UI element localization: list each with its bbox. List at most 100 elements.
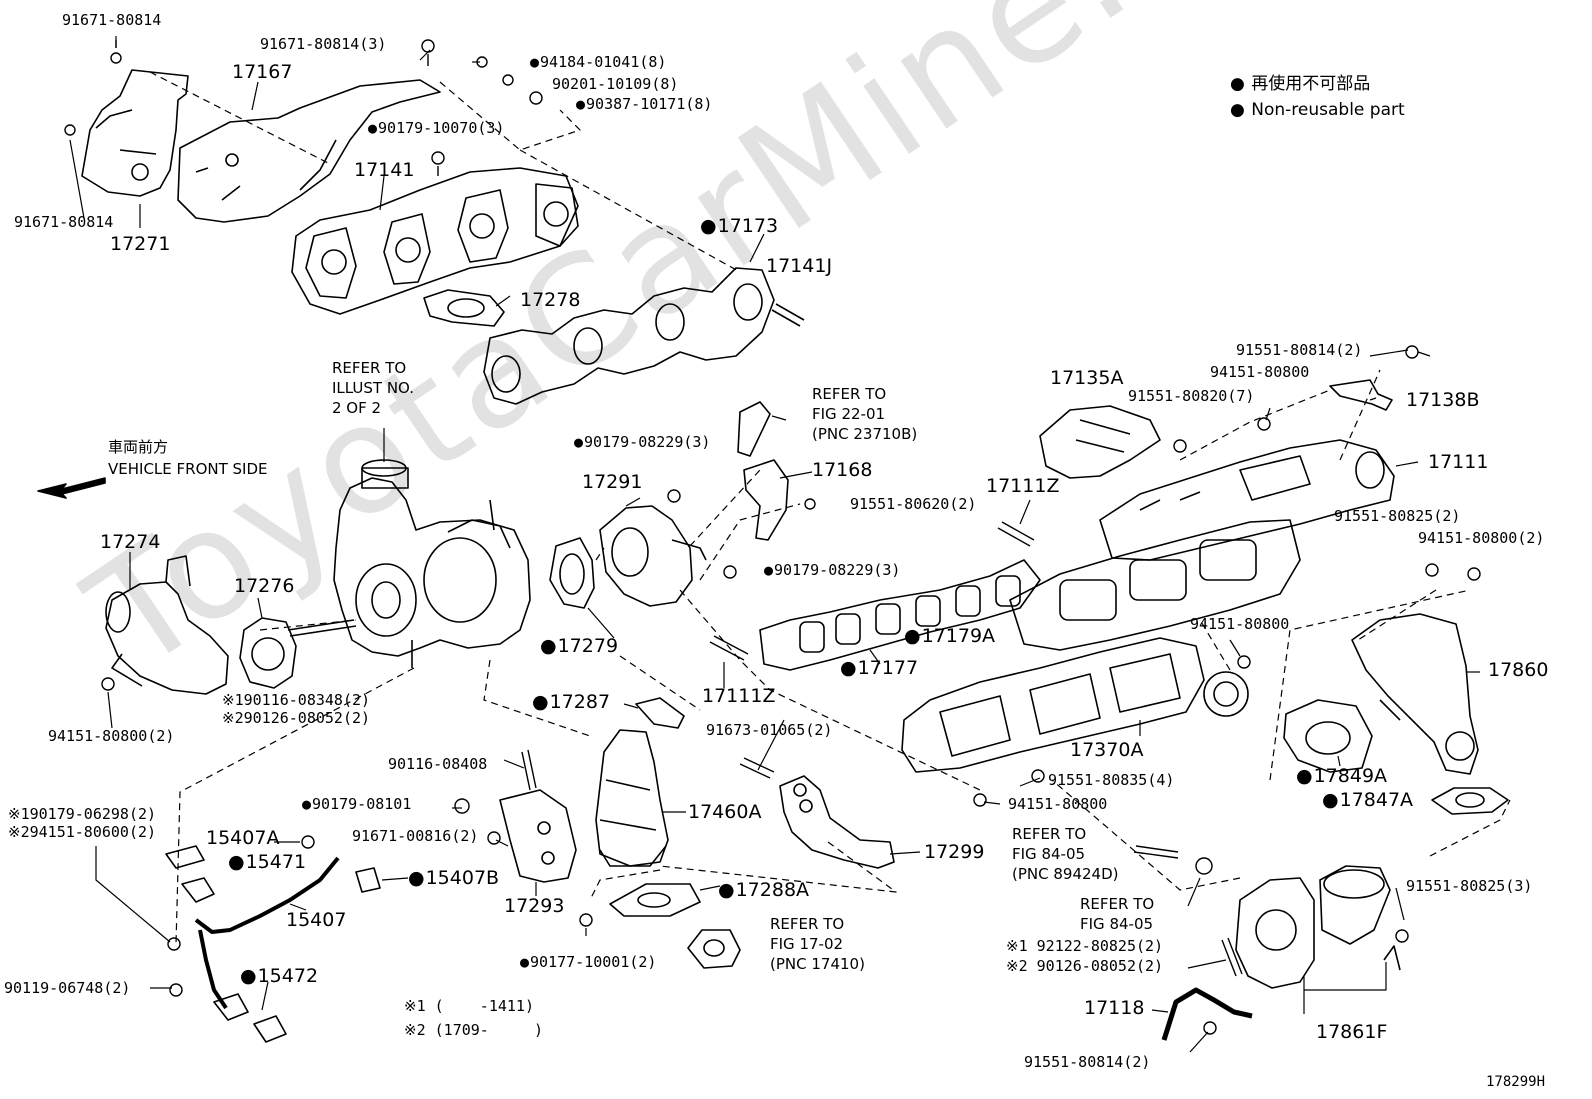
part-label: 17288A [718, 880, 809, 901]
note-1: ※1 ( -1411) [404, 997, 534, 1015]
part-label: 17118 [1084, 997, 1145, 1019]
part-label: 17141J [766, 255, 833, 277]
part-label: 17279 [540, 636, 618, 657]
injector-bracket-17168 [737, 401, 789, 541]
part-label: 90119-06748(2) [4, 979, 131, 997]
part-label: 15407B [408, 868, 499, 889]
egr-cooler-17370A [901, 637, 1249, 773]
bracket-17299 [779, 775, 895, 869]
gasket-17847A [1431, 787, 1509, 815]
part-label: 15407A [206, 827, 280, 849]
part-label: 17168 [812, 459, 873, 481]
figure-id: 178299H [1486, 1074, 1546, 1090]
part-label: 90179-10070(3) [368, 120, 504, 137]
part-label: 91551-80814(2) [1236, 341, 1363, 359]
part-label: 90179-08229(3) [574, 434, 710, 451]
part-label: 90179-08101 [302, 796, 411, 813]
refer-fig-17-02: REFER TO FIG 17-02 (PNC 17410) [770, 915, 865, 973]
part-label: 17460A [688, 801, 762, 823]
part-label: 91551-80825(3) [1406, 877, 1533, 895]
part-label: 17274 [100, 531, 161, 553]
part-label: 94151-80800(2) [1418, 529, 1545, 547]
gasket-17278 [423, 289, 505, 327]
part-label: 15472 [240, 966, 318, 987]
refer-fig-84-05-b: REFER TO FIG 84-05 [1080, 895, 1155, 933]
vehicle-front-label: 車両前方 VEHICLE FRONT SIDE [108, 438, 268, 478]
heat-insulator-17167 [177, 79, 441, 223]
part-label: ※294151-80600(2) [8, 823, 157, 841]
part-label: 15407 [286, 909, 347, 931]
part-label: 17138B [1406, 389, 1480, 411]
leader-lines-dashed [149, 71, 1511, 945]
part-label: 94151-80800 [1210, 363, 1310, 381]
part-label: 91673-01065(2) [706, 721, 833, 739]
part-label: 17291 [582, 471, 643, 493]
part-label: 17860 [1488, 659, 1549, 681]
legend-non-reusable-jp: 再使用不可部品 [1230, 74, 1370, 94]
gasket-17279 [549, 537, 595, 609]
turbocharger-assembly [333, 459, 531, 668]
refer-illust: REFER TO ILLUST NO. 2 OF 2 [332, 359, 415, 417]
part-label: ※290126-08052(2) [222, 709, 371, 727]
refer-fig-84-05-a: REFER TO FIG 84-05 (PNC 89424D) [1012, 825, 1119, 883]
part-label: 17179A [904, 626, 995, 647]
oil-pipe-15407 [165, 845, 340, 1043]
gasket-17276 [239, 617, 357, 689]
part-label: 17293 [504, 895, 565, 917]
gasket-17173 [483, 267, 775, 405]
cover-17135A [1039, 405, 1161, 479]
part-label: 91671-80814 [14, 213, 114, 231]
part-label: 17861F [1316, 1021, 1388, 1043]
part-label: 17278 [520, 289, 581, 311]
part-label: 91671-00816(2) [352, 827, 479, 845]
gasket-17288A [609, 883, 701, 917]
part-label: 17849A [1296, 766, 1387, 787]
part-label: 91551-80835(4) [1048, 771, 1175, 789]
heat-insulator-17271 [81, 69, 189, 197]
egr-valve-17861F [1235, 865, 1401, 989]
part-label: 17276 [234, 575, 295, 597]
pipe-ring-17410 [687, 929, 741, 969]
part-label: ※2 90126-08052(2) [1006, 957, 1164, 975]
gasket-17849A [1283, 699, 1373, 773]
part-label: 94151-80800 [1190, 615, 1290, 633]
part-label: 17111 [1428, 451, 1489, 473]
part-label: 17271 [110, 233, 171, 255]
part-label: 90387-10171(8) [576, 96, 712, 113]
part-label: 17111Z [702, 685, 776, 707]
vehicle-front-arrow-icon [37, 477, 106, 499]
part-label: 17287 [532, 692, 610, 713]
part-label: 91671-80814 [62, 11, 162, 29]
part-label: 17111Z [986, 475, 1060, 497]
part-label: ※190116-08348(2) [222, 691, 371, 709]
part-label: 90179-08229(3) [764, 562, 900, 579]
fitting-15407B [355, 867, 381, 893]
pipe-17118 [1161, 987, 1253, 1041]
part-label: 94151-80800(2) [48, 727, 175, 745]
part-label: ※190179-06298(2) [8, 805, 157, 823]
part-label: 90116-08408 [388, 755, 488, 773]
flange-17291 [599, 505, 707, 607]
part-label: 17177 [840, 658, 918, 679]
fasteners [64, 39, 1481, 1035]
part-label: 91551-80825(2) [1334, 507, 1461, 525]
part-label: 94184-01041(8) [530, 54, 666, 71]
part-label: 17847A [1322, 790, 1413, 811]
part-label: 91551-80620(2) [850, 495, 977, 513]
part-label: 90201-10109(8) [552, 75, 679, 93]
part-label: 91551-80820(7) [1128, 387, 1255, 405]
bracket-17293 [499, 789, 577, 883]
gasket-17179A [1009, 519, 1301, 651]
legend-non-reusable-en: Non-reusable part [1230, 100, 1405, 120]
part-label: 17167 [232, 61, 293, 83]
part-label: 91671-80814(3) [260, 35, 387, 53]
part-label: ※1 92122-80825(2) [1006, 937, 1164, 955]
part-label: 94151-80800 [1008, 795, 1108, 813]
pipe-17460A [595, 729, 669, 867]
part-label: 15471 [228, 852, 306, 873]
egr-pipe-17860 [1351, 613, 1479, 775]
leader-lines [69, 36, 1480, 1053]
part-label: 91551-80814(2) [1024, 1053, 1151, 1071]
